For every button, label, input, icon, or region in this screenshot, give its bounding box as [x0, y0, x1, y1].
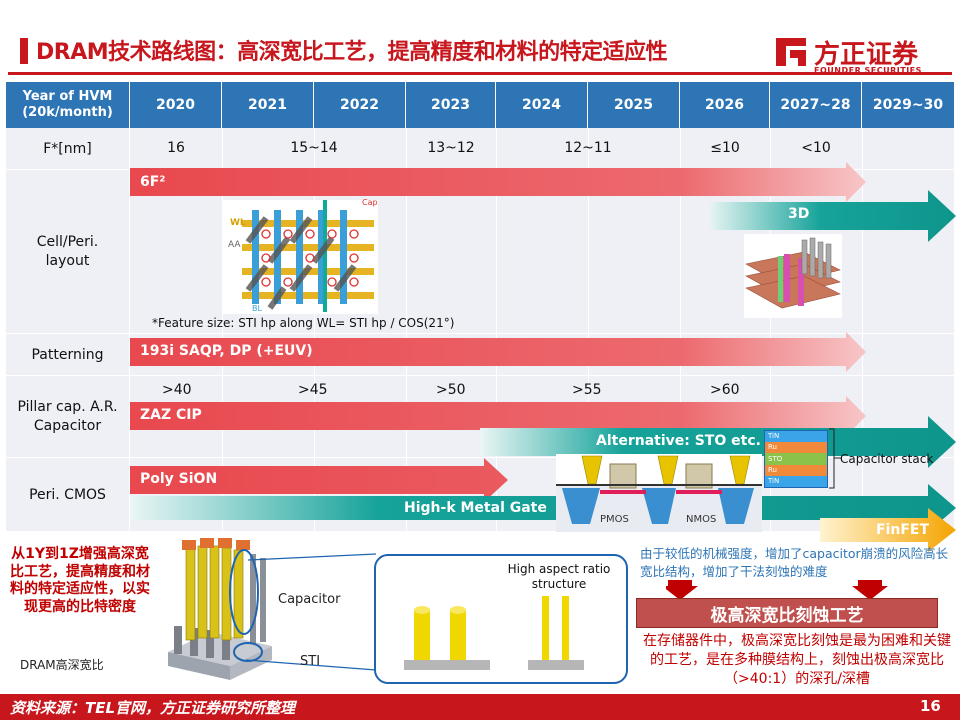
- arrow-zaz: [130, 396, 866, 436]
- bar-label-6f2: 6F²: [140, 174, 166, 190]
- high-aspect-pillars-image: [404, 596, 584, 670]
- ar-value-2026: >60: [710, 382, 740, 398]
- cell-layout-image: [242, 200, 374, 312]
- bar-label-poly: Poly SiON: [140, 471, 218, 487]
- high-aspect-label: High aspect ratio structure: [507, 562, 611, 591]
- ar-value-2022: >45: [298, 382, 328, 398]
- f-value-2024-25: 12~11: [564, 140, 612, 156]
- page-title: DRAM技术路线图：高深宽比工艺，提高精度和材料的特定适应性: [36, 40, 668, 65]
- stack-layer-ru-bottom: Ru: [765, 465, 827, 476]
- cell-aa-label: AA: [228, 240, 241, 250]
- row-label-pillar: Pillar cap. A.R. Capacitor: [6, 376, 130, 458]
- page-number: 16: [920, 697, 941, 715]
- year-2023: 2023: [406, 82, 496, 128]
- year-2020: 2020: [130, 82, 222, 128]
- arrow-finfet: [820, 508, 956, 552]
- zoom-connector-lines: [245, 553, 377, 671]
- cell-cap-label: Cap: [362, 198, 378, 207]
- stack-layer-tin-bottom: TiN: [765, 476, 827, 487]
- f-value-2020: 16: [167, 140, 185, 156]
- cell-bl-label: BL: [252, 304, 262, 313]
- year-2021: 2021: [222, 82, 314, 128]
- footer-bar: [0, 694, 960, 720]
- stack-layer-tin-top: TiN: [765, 431, 827, 442]
- bar-label-hkmg: High-k Metal Gate: [404, 500, 547, 516]
- f-value-2026: ≤10: [710, 140, 740, 156]
- founder-logo-icon: [776, 38, 806, 66]
- bar-label-patterning: 193i SAQP, DP (+EUV): [140, 343, 313, 359]
- year-2026: 2026: [680, 82, 770, 128]
- stack-layer-ru-top: Ru: [765, 442, 827, 453]
- pmos-label: PMOS: [600, 514, 629, 525]
- row-label-f: F*[nm]: [6, 128, 130, 170]
- f-value-2027-28: <10: [801, 140, 831, 156]
- arrow-6f2: [130, 162, 866, 202]
- etch-process-banner: 极高深宽比刻蚀工艺: [636, 598, 938, 628]
- ar-value-2020: >40: [162, 382, 192, 398]
- bar-label-finfet: FinFET: [876, 522, 930, 538]
- dram-caption: DRAM高深宽比: [20, 658, 104, 672]
- ar-value-2023: >50: [436, 382, 466, 398]
- logo-text-cn: 方正证券: [814, 40, 919, 70]
- arrow-poly: [130, 458, 508, 502]
- dram-3d-structure-image: [168, 538, 272, 680]
- capacitor-stack-label: Capacitor stack: [840, 452, 934, 466]
- cmos-cross-section: PMOS NMOS: [556, 454, 762, 532]
- cell-layout-diagram: WL AA BL Cap: [222, 198, 378, 314]
- f-value-2023: 13~12: [427, 140, 475, 156]
- high-aspect-zoom-box: High aspect ratio structure: [374, 554, 628, 684]
- row-label-cell: Cell/Peri. layout: [6, 170, 130, 334]
- logo-text-en: FOUNDER SECURITIES: [814, 66, 922, 75]
- sti-label: STI: [300, 654, 321, 669]
- feature-size-footnote: *Feature size: STI hp along WL= STI hp /…: [152, 316, 455, 330]
- capacitor-stack: TiN Ru STO Ru TiN: [764, 430, 828, 488]
- year-2027-28: 2027~28: [770, 82, 862, 128]
- year-2025: 2025: [588, 82, 680, 128]
- summary-red-text: 从1Y到1Z增强高深宽比工艺，提高精度和材料的特定适应性，以实现更高的比特密度: [10, 546, 150, 615]
- title-underline: [8, 72, 952, 75]
- year-2022: 2022: [314, 82, 406, 128]
- 3d-dram-image: [744, 234, 842, 318]
- cmos-image: [556, 455, 762, 532]
- bar-label-sto: Alternative: STO etc.: [596, 433, 761, 449]
- stack-layer-sto: STO: [765, 453, 827, 465]
- year-2029-30: 2029~30: [862, 82, 954, 128]
- ar-value-2025: >55: [572, 382, 602, 398]
- down-arrows: [666, 580, 888, 600]
- arrow-patterning: [130, 332, 866, 372]
- stack-bracket: [829, 428, 841, 489]
- cell-wl-label: WL: [230, 218, 246, 228]
- arrow-3d: [710, 190, 956, 242]
- bar-label-3d: 3D: [788, 206, 810, 222]
- etch-process-note: 在存储器件中，极高深宽比刻蚀是最为困难和关键的工艺，是在多种膜结构上，刻蚀出极高…: [643, 633, 951, 687]
- year-2024: 2024: [496, 82, 588, 128]
- row-label-cmos: Peri. CMOS: [6, 458, 130, 532]
- bar-label-zaz: ZAZ CIP: [140, 407, 202, 423]
- year-header-cell: Year of HVM (20k/month): [6, 82, 130, 128]
- nmos-label: NMOS: [686, 514, 717, 525]
- row-label-patterning: Patterning: [6, 334, 130, 376]
- footer-source: 资料来源：TEL官网，方正证券研究所整理: [10, 699, 296, 717]
- title-accent-bar: [20, 38, 28, 64]
- capacitor-label: Capacitor: [278, 592, 341, 607]
- risk-note-blue: 由于较低的机械强度，增加了capacitor崩溃的风险高长宽比结构，增加了干法刻…: [640, 546, 949, 579]
- f-value-2021-22: 15~14: [290, 140, 338, 156]
